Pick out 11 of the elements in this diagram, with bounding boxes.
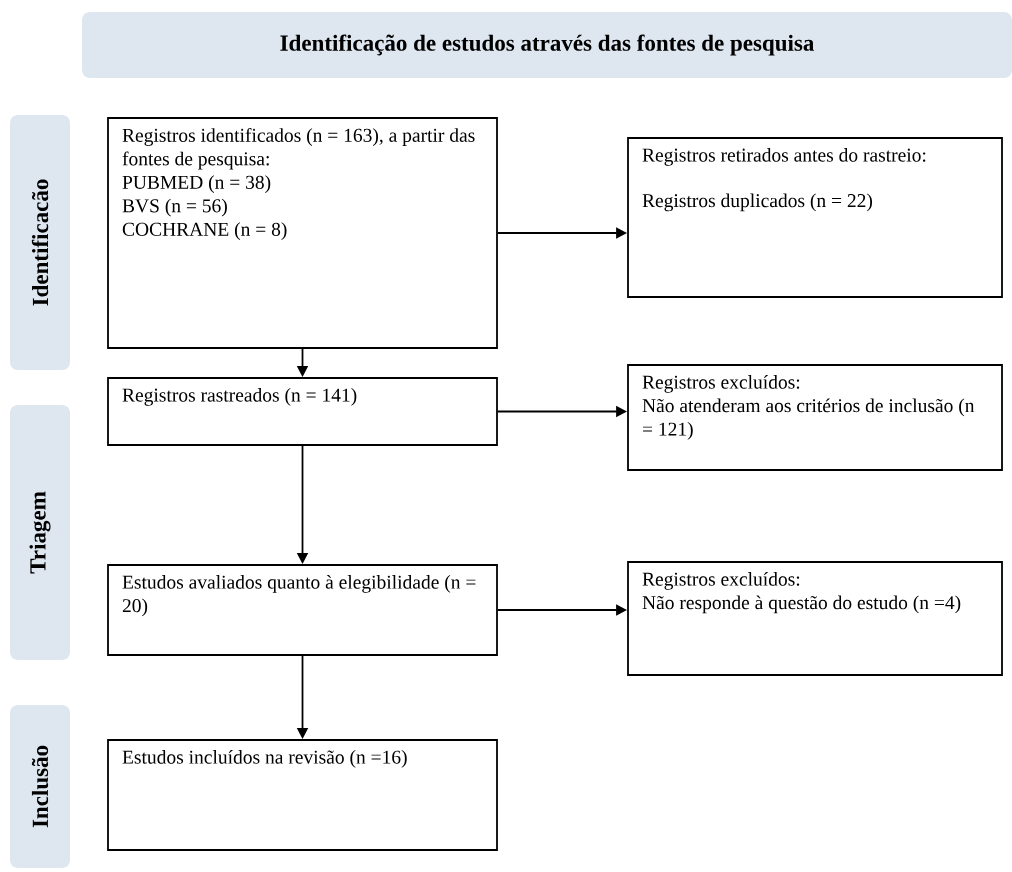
process-box: Estudos incluídos na revisão (n =16) bbox=[107, 739, 498, 851]
process-box: Registros excluídos: Não responde à questão do estudo (n =4) bbox=[627, 561, 1003, 676]
stage-band: Identificacão bbox=[10, 115, 70, 370]
process-box: Registros identificados (n = 163), a partir das fontes de pesquisa: PUBMED (n = 38) BVS (n = 56) COCHRANE (n = 8) bbox=[107, 117, 498, 349]
heading-band: Identificação de estudos através das fontes de pesquisa bbox=[82, 12, 1012, 78]
process-box: Registros rastreados (n = 141) bbox=[107, 377, 498, 446]
stage-band: Triagem bbox=[10, 405, 70, 660]
process-box: Registros retirados antes do rastreio: Registros duplicados (n = 22) bbox=[627, 137, 1003, 298]
process-box: Estudos avaliados quanto à elegibilidade (n = 20) bbox=[107, 564, 498, 656]
stage-band: Inclusão bbox=[10, 705, 70, 868]
process-box: Registros excluídos: Não atenderam aos critérios de inclusão (n = 121) bbox=[627, 364, 1003, 471]
